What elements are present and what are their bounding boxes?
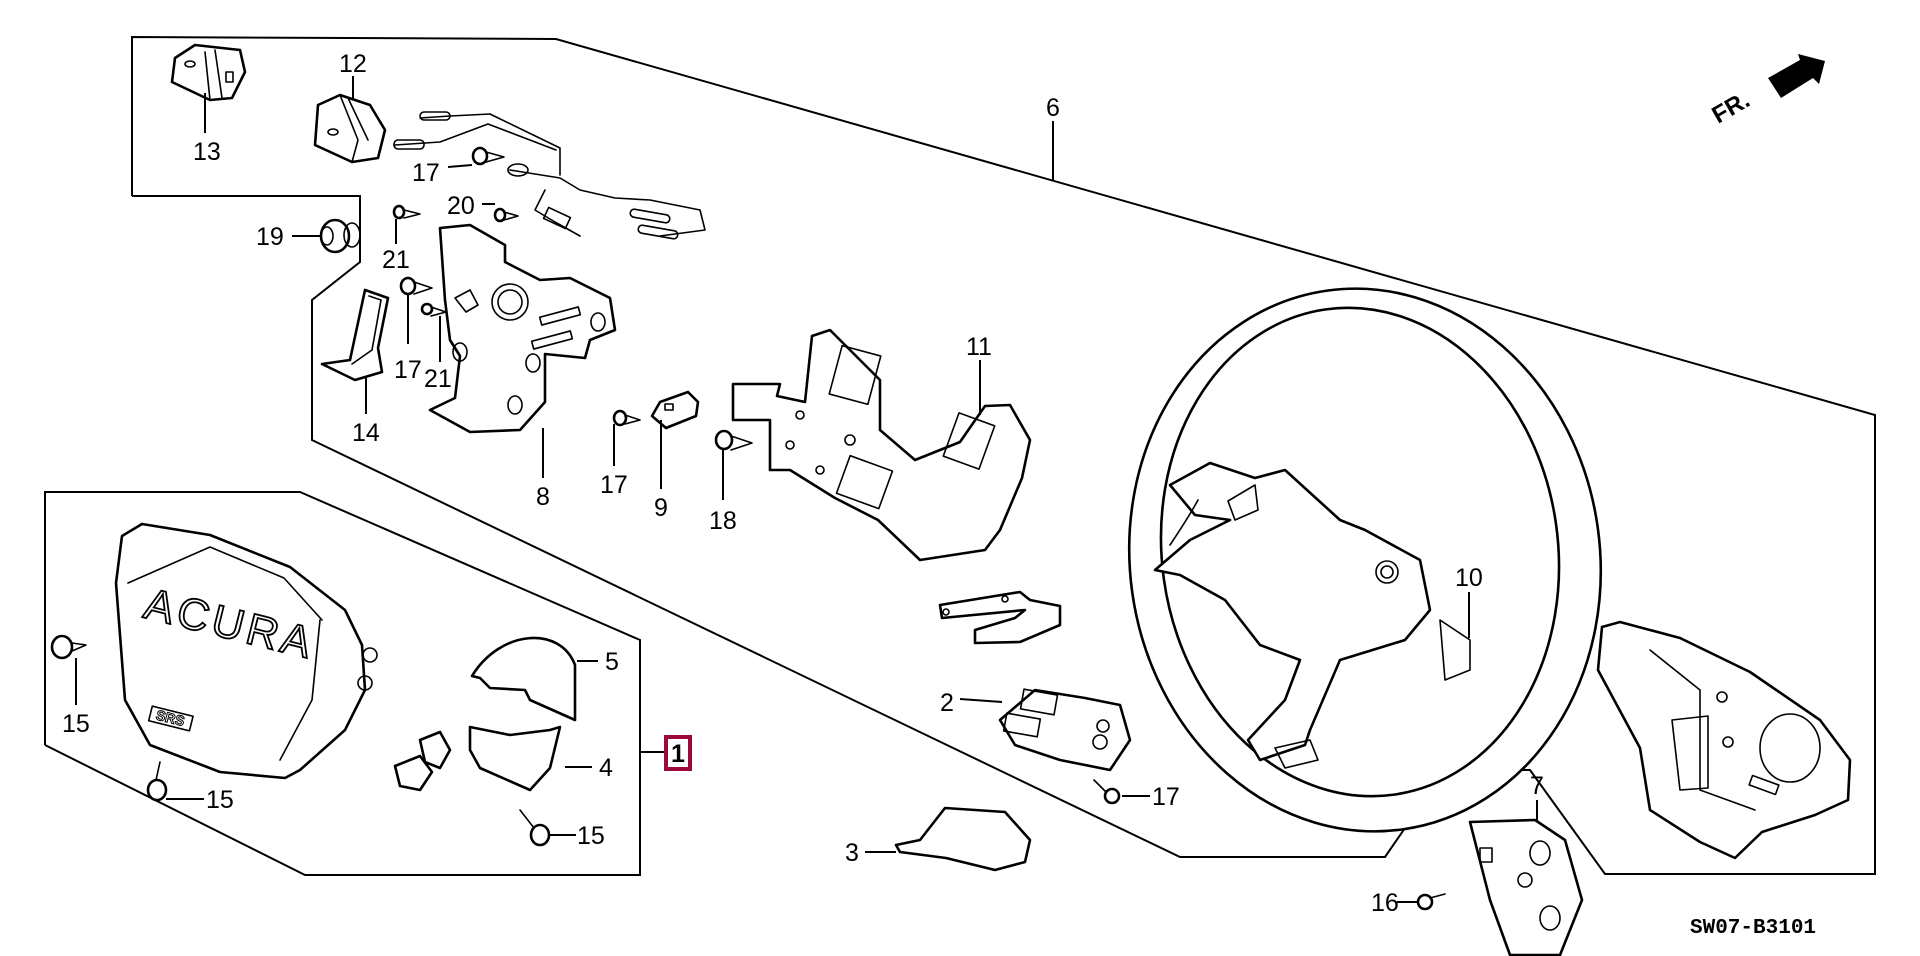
callout-7[interactable]: 7 xyxy=(1530,772,1544,800)
part-4-lower-insulator[interactable] xyxy=(468,725,562,792)
callout-3[interactable]: 3 xyxy=(845,839,859,867)
part-14-stay[interactable] xyxy=(320,288,390,382)
front-direction-indicator: FR. xyxy=(1708,54,1825,129)
screw-icon[interactable] xyxy=(1093,779,1121,805)
callout-12[interactable]: 12 xyxy=(339,50,367,78)
callout-1-selected[interactable]: 1 xyxy=(664,735,692,771)
callout-17[interactable]: 17 xyxy=(394,356,422,384)
callout-17[interactable]: 17 xyxy=(412,159,440,187)
callout-15[interactable]: 15 xyxy=(62,710,90,738)
part-1-airbag-module[interactable]: ACURA SRS xyxy=(114,522,378,780)
screw-icon[interactable] xyxy=(471,146,505,166)
part-9-bracket[interactable] xyxy=(650,390,700,430)
callout-17[interactable]: 17 xyxy=(1152,783,1180,811)
assembly-frame-1 xyxy=(44,491,665,876)
part-19-nut[interactable] xyxy=(319,218,361,254)
bolt-icon[interactable] xyxy=(50,634,87,660)
screw-icon[interactable] xyxy=(399,276,433,296)
callout-labels: 13 12 17 20 19 21 21 17 14 8 17 9 18 11 … xyxy=(62,50,1544,917)
callout-14[interactable]: 14 xyxy=(352,419,380,447)
callout-9[interactable]: 9 xyxy=(654,494,668,522)
part-13-horn-switch[interactable] xyxy=(170,43,247,102)
part-2-cruise-switch[interactable] xyxy=(998,688,1132,772)
wire-harness[interactable] xyxy=(393,111,706,240)
front-arrow-icon xyxy=(1768,54,1825,98)
callout-8[interactable]: 8 xyxy=(536,483,550,511)
part-8-horn-plate[interactable] xyxy=(428,223,617,434)
callout-21[interactable]: 21 xyxy=(424,365,452,393)
bolt-icon[interactable] xyxy=(519,809,551,847)
part-5-upper-insulator[interactable] xyxy=(470,636,577,722)
callout-15[interactable]: 15 xyxy=(577,822,605,850)
callout-16[interactable]: 16 xyxy=(1371,889,1399,917)
part-3-lower-cover[interactable] xyxy=(894,806,1032,872)
callout-10[interactable]: 10 xyxy=(1455,564,1483,592)
callout-1-label[interactable]: 1 xyxy=(671,740,685,768)
airbag-connector[interactable] xyxy=(393,730,452,792)
screw-icon[interactable] xyxy=(1416,893,1446,911)
callout-11[interactable]: 11 xyxy=(966,333,992,361)
part-10-rear-cover[interactable] xyxy=(1596,620,1852,860)
screw-icon[interactable] xyxy=(392,204,421,220)
part-7-switch-bracket[interactable] xyxy=(1468,818,1584,956)
part-6-steering-wheel[interactable] xyxy=(1094,258,1635,862)
screw-icon[interactable] xyxy=(612,409,641,427)
bolt-icon[interactable] xyxy=(714,429,753,451)
callout-17[interactable]: 17 xyxy=(600,471,628,499)
callout-13[interactable]: 13 xyxy=(193,138,221,166)
callout-21[interactable]: 21 xyxy=(382,246,410,274)
callout-5[interactable]: 5 xyxy=(605,648,619,676)
callout-6[interactable]: 6 xyxy=(1046,94,1060,122)
part-12-horn-switch[interactable] xyxy=(313,93,387,164)
screw-icon[interactable] xyxy=(420,302,447,317)
srs-badge: SRS xyxy=(155,707,187,729)
callout-4[interactable]: 4 xyxy=(599,754,613,782)
callout-20[interactable]: 20 xyxy=(447,192,475,220)
switch-mount-bracket[interactable] xyxy=(938,590,1062,645)
bolt-icon[interactable] xyxy=(146,761,168,802)
fr-label: FR. xyxy=(1708,86,1755,129)
callout-18[interactable]: 18 xyxy=(709,507,737,535)
part-11-support-plate[interactable] xyxy=(731,328,1032,562)
screw-icon[interactable] xyxy=(493,207,519,223)
callout-19[interactable]: 19 xyxy=(256,223,284,251)
leader-lines xyxy=(75,76,1538,903)
callout-15[interactable]: 15 xyxy=(206,786,234,814)
callout-2[interactable]: 2 xyxy=(940,689,954,717)
diagram-code: SW07-B3101 xyxy=(1690,917,1816,940)
